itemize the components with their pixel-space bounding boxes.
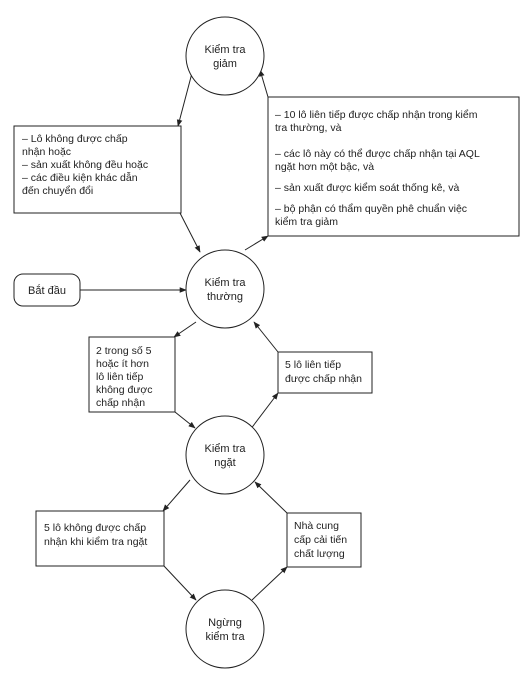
state-reduced-line-2: giảm bbox=[213, 58, 237, 70]
condition-box-reduced-to-normal: – Lô không được chấp nhận hoặc – sản xuấ… bbox=[13, 125, 182, 214]
cond-f-line-2: cấp cải tiến bbox=[294, 534, 347, 546]
cond-b-line-9: – bộ phận có thẩm quyền phê chuẩn việc bbox=[275, 203, 467, 215]
arrow-box-d-to-normal bbox=[253, 321, 279, 353]
cond-c-line-5: chấp nhận bbox=[96, 397, 145, 409]
state-discontinue-line-1: Ngừng bbox=[208, 617, 242, 629]
state-normal-line-1: Kiểm tra bbox=[205, 277, 247, 289]
arrow-box-f-to-tightened bbox=[254, 481, 288, 514]
cond-b-line-4: – các lô này có thể được chấp nhận tại A… bbox=[275, 148, 480, 160]
state-tightened-line-2: ngặt bbox=[214, 457, 235, 469]
cond-a-line-3: – sản xuất không đều hoặc bbox=[22, 159, 148, 171]
cond-a-line-2: nhận hoặc bbox=[22, 146, 71, 158]
state-discontinue-line-2: kiểm tra bbox=[205, 631, 245, 643]
arrow-normal-to-box-c bbox=[173, 321, 197, 338]
state-normal: Kiểm tra thường bbox=[185, 249, 265, 329]
cond-c-line-2: hoặc ít hơn bbox=[96, 358, 149, 370]
cond-b-line-7: – sản xuất được kiểm soát thống kê, và bbox=[275, 182, 460, 194]
start-terminal: Bắt đầu bbox=[13, 273, 81, 307]
condition-box-tightened-to-normal: 5 lô liên tiếp được chấp nhận bbox=[277, 351, 373, 394]
arrow-normal-to-box-b bbox=[244, 235, 269, 251]
cond-c-line-4: không được bbox=[96, 384, 153, 396]
cond-a-line-1: – Lô không được chấp bbox=[22, 133, 128, 145]
condition-box-tightened-to-discontinue: 5 lô không được chấp nhận khi kiểm tra n… bbox=[35, 510, 165, 567]
arrow-discontinue-to-box-f bbox=[251, 566, 288, 601]
cond-e-line-2: nhận khi kiểm tra ngặt bbox=[44, 536, 147, 548]
arrow-reduced-to-box-a bbox=[176, 72, 193, 127]
cond-e-line-1: 5 lô không được chấp bbox=[44, 522, 146, 534]
state-reduced-line-1: Kiểm tra bbox=[205, 44, 247, 56]
state-tightened-line-1: Kiểm tra bbox=[205, 443, 247, 455]
cond-a-line-5: đến chuyển đổi bbox=[22, 185, 93, 197]
arrow-tightened-to-box-e bbox=[162, 479, 191, 512]
cond-d-line-1: 5 lô liên tiếp bbox=[285, 359, 341, 371]
arrow-box-e-to-discontinue bbox=[163, 565, 197, 601]
cond-d-line-2: được chấp nhận bbox=[285, 373, 362, 385]
state-discontinue: Ngừng kiểm tra bbox=[185, 589, 265, 669]
state-normal-line-2: thường bbox=[207, 291, 243, 303]
arrow-tightened-to-box-d bbox=[249, 392, 279, 431]
state-tightened: Kiểm tra ngặt bbox=[185, 415, 265, 495]
cond-b-line-1: – 10 lô liên tiếp được chấp nhận trong k… bbox=[275, 109, 478, 121]
cond-b-line-2: tra thường, và bbox=[275, 122, 342, 134]
connectors bbox=[80, 69, 288, 601]
start-label: Bắt đầu bbox=[28, 284, 66, 297]
arrow-box-a-to-normal bbox=[179, 212, 201, 253]
arrow-box-b-to-reduced bbox=[259, 69, 269, 98]
cond-b-line-5: ngặt hơn một bậc, và bbox=[275, 161, 374, 173]
condition-box-normal-to-tightened: 2 trong số 5 hoặc ít hơn lô liên tiếp kh… bbox=[88, 336, 176, 413]
cond-a-line-4: – các điều kiện khác dẫn bbox=[22, 171, 138, 184]
state-reduced: Kiểm tra giảm bbox=[185, 16, 265, 96]
cond-c-line-1: 2 trong số 5 bbox=[96, 345, 152, 357]
condition-box-normal-to-reduced: – 10 lô liên tiếp được chấp nhận trong k… bbox=[267, 96, 520, 237]
cond-b-line-10: kiểm tra giảm bbox=[275, 216, 338, 228]
condition-box-discontinue-to-tightened: Nhà cung cấp cải tiến chất lượng bbox=[286, 512, 362, 568]
arrow-box-c-to-tightened bbox=[174, 411, 196, 429]
cond-f-line-3: chất lượng bbox=[294, 548, 345, 560]
cond-c-line-3: lô liên tiếp bbox=[96, 371, 143, 383]
cond-f-line-1: Nhà cung bbox=[294, 520, 339, 532]
